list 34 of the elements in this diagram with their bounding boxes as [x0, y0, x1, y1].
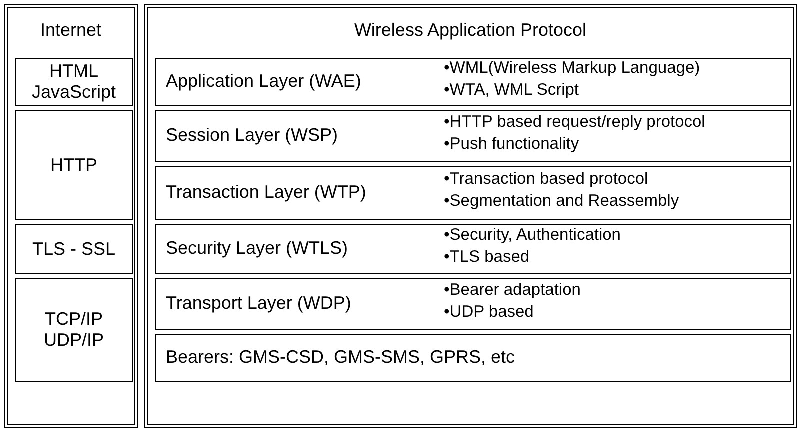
bullet-text: •TLS based [444, 248, 530, 267]
protocol-name: TCP/IP UDP/IP [42, 309, 105, 351]
layer-box [155, 58, 791, 106]
bullet-text: •Security, Authentication [444, 226, 621, 245]
protocol-name: TLS - SSL [31, 238, 117, 260]
protocol-box [15, 110, 133, 220]
layer-name: Application Layer (WAE) [166, 71, 362, 92]
stack-column [144, 4, 797, 428]
layer-box [155, 110, 791, 162]
bullet-text: •Segmentation and Reassembly [444, 192, 680, 211]
layer-name: Transport Layer (WDP) [166, 293, 352, 314]
column-heading: Internet [39, 20, 103, 41]
layer-name: Bearers: GMS-CSD, GMS-SMS, GPRS, etc [166, 347, 516, 368]
protocol-name: HTTP [50, 154, 98, 176]
layer-box [155, 278, 791, 330]
protocol-box [15, 278, 133, 382]
layer-box [155, 224, 791, 274]
bullet-text: •Transaction based protocol [444, 170, 648, 189]
protocol-name: HTML JavaScript [30, 61, 118, 103]
protocol-box [15, 224, 133, 274]
bullet-text: •WML(Wireless Markup Language) [444, 59, 700, 78]
layer-name: Security Layer (WTLS) [166, 238, 348, 259]
layer-name: Session Layer (WSP) [166, 125, 338, 146]
column-heading: Wireless Application Protocol [353, 20, 588, 41]
stack-column [4, 4, 138, 428]
layer-name: Transaction Layer (WTP) [166, 182, 366, 203]
bullet-text: •WTA, WML Script [444, 81, 580, 100]
bullet-text: •HTTP based request/reply protocol [444, 113, 706, 132]
bullet-text: •Push functionality [444, 135, 580, 154]
protocol-box [15, 58, 133, 106]
bullet-text: •Bearer adaptation [444, 281, 581, 300]
layer-box [155, 334, 791, 382]
layer-box [155, 166, 791, 220]
bullet-text: •UDP based [444, 303, 534, 322]
